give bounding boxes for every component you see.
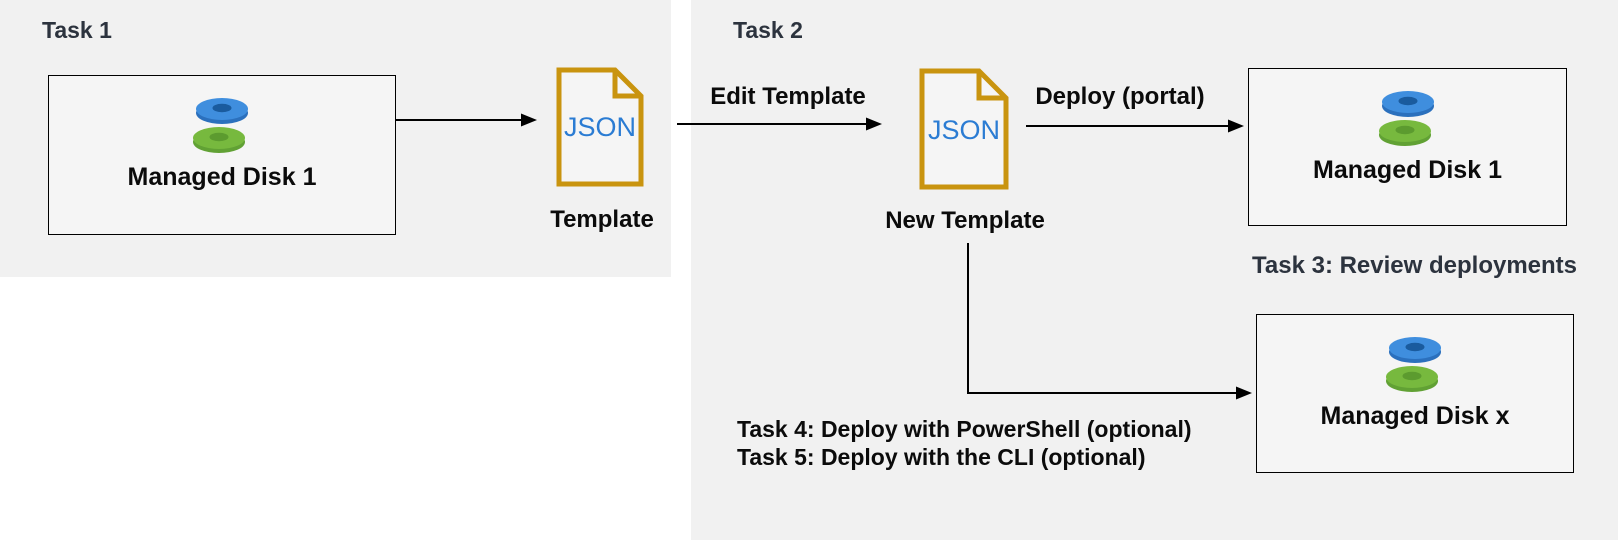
disk-green-platter bbox=[1386, 366, 1438, 392]
node-managed-disk-portal: Managed Disk 1 bbox=[1248, 68, 1567, 226]
task4-note: Task 4: Deploy with PowerShell (optional… bbox=[737, 416, 1192, 442]
managed-disk-x-label: Managed Disk x bbox=[1320, 402, 1510, 430]
new-template-label: New Template bbox=[885, 207, 1045, 234]
json-doc-text: JSON bbox=[564, 112, 636, 142]
template-label: Template bbox=[550, 206, 654, 233]
disk-blue-platter bbox=[1389, 337, 1441, 363]
edit-template-label: Edit Template bbox=[710, 83, 866, 110]
task5-note: Task 5: Deploy with the CLI (optional) bbox=[737, 444, 1146, 470]
disk-blue-platter bbox=[1381, 91, 1434, 117]
json-new-template-icon: JSON bbox=[919, 68, 1009, 190]
task1-title: Task 1 bbox=[42, 17, 112, 43]
deploy-portal-label: Deploy (portal) bbox=[1035, 83, 1205, 110]
json-doc-text: JSON bbox=[928, 115, 1000, 145]
disk-green-platter bbox=[193, 127, 245, 153]
managed-disk-icon bbox=[1386, 337, 1441, 392]
managed-disk-source-label: Managed Disk 1 bbox=[127, 163, 317, 191]
node-managed-disk-source: Managed Disk 1 bbox=[48, 75, 396, 235]
managed-disk-icon bbox=[1378, 91, 1434, 146]
disk-blue-platter bbox=[196, 98, 248, 124]
task3-note: Task 3: Review deployments bbox=[1252, 252, 1578, 279]
disk-green-platter bbox=[1378, 120, 1431, 146]
task45-note: Task 4: Deploy with PowerShell (optional… bbox=[737, 415, 1192, 471]
managed-disk-portal-label: Managed Disk 1 bbox=[1313, 156, 1502, 184]
managed-disk-icon bbox=[193, 98, 248, 153]
json-template-icon: JSON bbox=[556, 67, 644, 187]
node-managed-disk-x: Managed Disk x bbox=[1256, 314, 1574, 473]
task2-title: Task 2 bbox=[733, 17, 803, 43]
